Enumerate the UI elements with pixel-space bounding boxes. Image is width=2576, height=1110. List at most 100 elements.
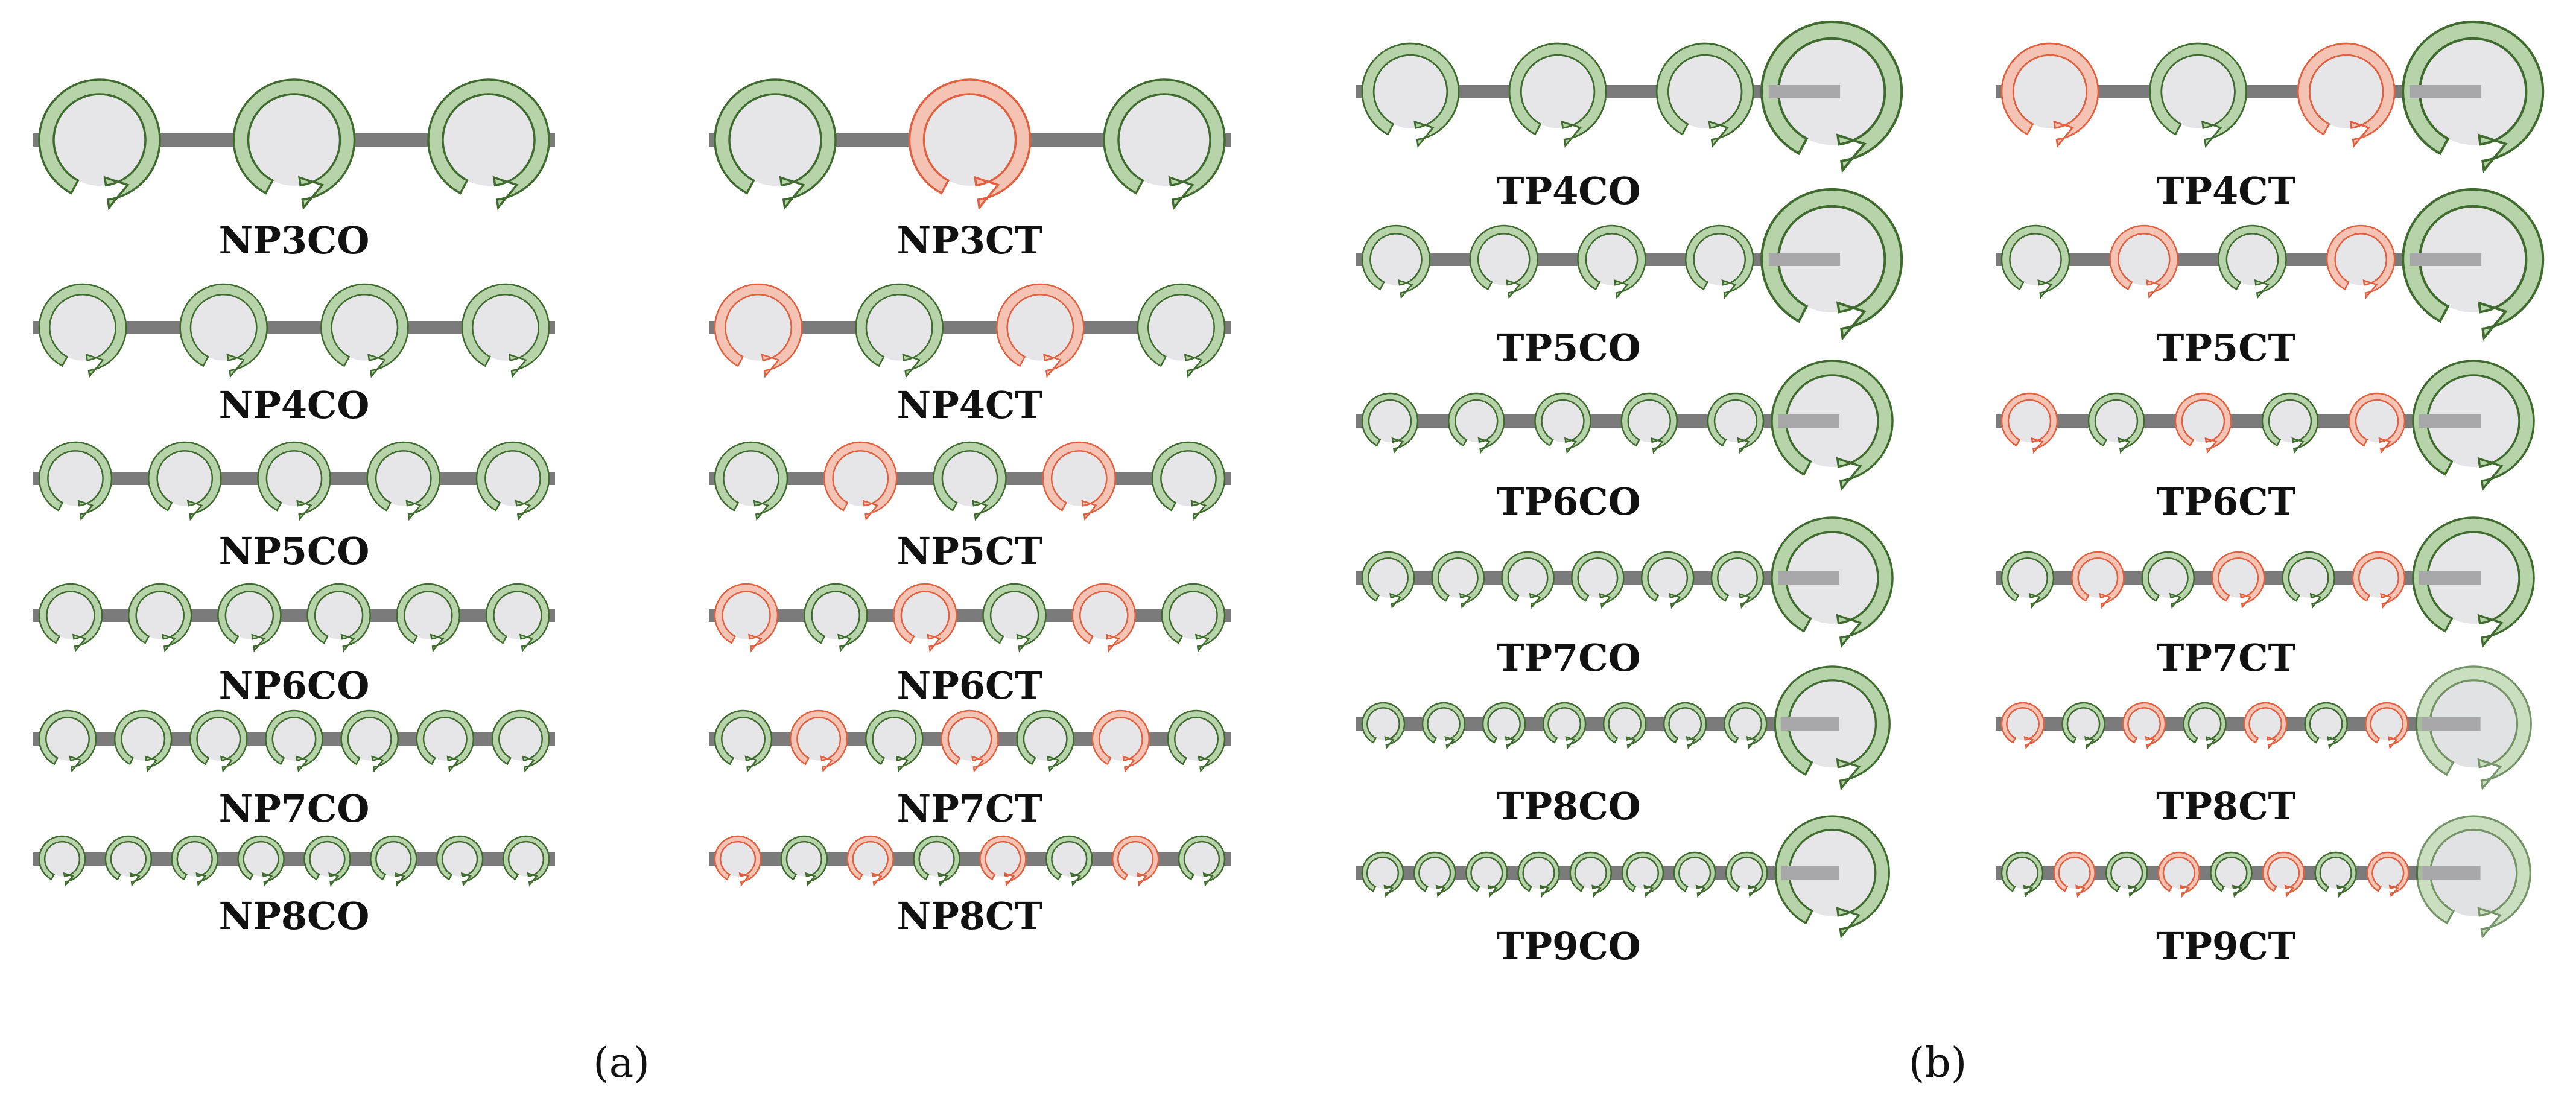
- co-rotating-rotor-icon: [2105, 851, 2148, 898]
- configuration-row: TP6CT: [1996, 360, 2535, 524]
- counter-rotating-rotor-icon: [979, 835, 1027, 887]
- configuration-label: NP8CT: [897, 894, 1043, 938]
- co-rotating-rotor-icon: [913, 835, 960, 887]
- co-rotating-rotor-icon: [104, 835, 153, 887]
- counter-rotating-rotor-icon: [2000, 392, 2058, 454]
- co-rotating-rotor-icon: [1707, 392, 1765, 454]
- co-rotating-rotor-icon: [1542, 702, 1587, 750]
- co-rotating-rotor-icon: [303, 835, 351, 887]
- shaft-bar: [709, 852, 1231, 866]
- configuration-label: NP6CO: [219, 664, 370, 708]
- co-rotating-rotor-icon: [1621, 851, 1664, 898]
- configuration-label: NP8CO: [219, 894, 370, 938]
- counter-rotating-rotor-icon: [1042, 441, 1116, 521]
- co-rotating-rotor-icon: [1534, 392, 1591, 454]
- shaft-bar-inner: [1781, 866, 1839, 880]
- co-rotating-rotor-icon: [38, 583, 103, 653]
- co-rotating-rotor-icon: [491, 709, 550, 773]
- co-rotating-rotor-icon: [2000, 224, 2070, 299]
- configuration-label: TP7CT: [2156, 636, 2295, 680]
- co-rotating-rotor-icon: [1710, 551, 1765, 609]
- configuration-row: TP5CO: [1356, 188, 1903, 370]
- counter-rotating-rotor-icon: [2367, 851, 2409, 898]
- configuration-row: TP6CO: [1356, 360, 1894, 524]
- co-rotating-rotor-icon: [1361, 851, 1404, 898]
- co-rotating-rotor-icon: [232, 78, 356, 211]
- co-rotating-rotor-icon: [1673, 851, 1716, 898]
- configuration-row: NP8CO: [33, 835, 555, 938]
- co-rotating-rotor-icon: [1361, 551, 1415, 609]
- co-rotating-rotor-icon: [1421, 702, 1466, 750]
- configuration-row: TP4CO: [1356, 20, 1903, 213]
- co-rotating-rotor-icon: [320, 283, 409, 378]
- co-rotating-rotor-icon: [1684, 224, 1754, 299]
- counter-rotating-rotor-icon: [2243, 702, 2288, 750]
- configuration-row: NP3CO: [33, 78, 555, 262]
- counter-rotating-rotor-icon: [2262, 851, 2305, 898]
- shaft-bar-inner: [1768, 253, 1841, 266]
- counter-rotating-rotor-icon: [2297, 42, 2396, 148]
- co-rotating-rotor-icon: [1517, 851, 1560, 898]
- co-rotating-rotor-icon: [1640, 551, 1695, 609]
- co-rotating-rotor-icon: [2000, 851, 2044, 898]
- configuration-label: TP6CT: [2156, 480, 2295, 524]
- shaft-bar: [33, 852, 555, 866]
- configuration-label: TP8CT: [2156, 784, 2295, 828]
- counter-rotating-rotor-icon: [1091, 709, 1150, 773]
- co-rotating-rotor-icon: [1178, 835, 1226, 887]
- shaft-bar: [33, 321, 555, 334]
- configuration-label: NP6CT: [897, 664, 1043, 708]
- co-rotating-rotor-icon: [2218, 224, 2287, 299]
- counter-rotating-rotor-icon: [2174, 392, 2232, 454]
- co-rotating-rotor-icon: [436, 835, 484, 887]
- co-rotating-rotor-icon: [1045, 835, 1093, 887]
- co-rotating-rotor-icon: [714, 78, 837, 211]
- co-rotating-rotor-icon: [1655, 42, 1754, 148]
- configuration-label: TP5CO: [1496, 326, 1640, 370]
- co-rotating-rotor-icon: [2183, 702, 2227, 750]
- configuration-row: TP7CO: [1356, 516, 1894, 680]
- counter-rotating-rotor-icon: [2122, 702, 2166, 750]
- co-rotating-rotor-icon: [1361, 42, 1460, 148]
- co-rotating-rotor-icon: [855, 283, 944, 378]
- shaft-bar-inner: [1778, 571, 1839, 585]
- co-rotating-rotor-icon: [1361, 392, 1419, 454]
- counter-rotating-rotor-icon: [2352, 551, 2406, 609]
- co-rotating-rotor-icon: [306, 583, 371, 653]
- co-rotating-rotor-icon: [38, 709, 97, 773]
- configuration-row: NP3CT: [709, 78, 1231, 262]
- co-rotating-rotor-icon: [217, 583, 282, 653]
- counter-rotating-rotor-icon: [1111, 835, 1160, 887]
- co-rotating-rotor-icon: [1569, 851, 1612, 898]
- configuration-row: NP7CT: [709, 709, 1231, 831]
- configuration-row: TP7CT: [1996, 516, 2535, 680]
- co-rotating-rotor-icon: [416, 709, 475, 773]
- co-rotating-rotor-icon: [1413, 851, 1456, 898]
- shaft-bar: [709, 321, 1231, 334]
- co-rotating-rotor-icon: [1571, 551, 1625, 609]
- co-rotating-rotor-icon: [1602, 702, 1647, 750]
- co-rotating-rotor-icon: [982, 583, 1047, 653]
- co-rotating-rotor-icon: [265, 709, 323, 773]
- co-rotating-rotor-icon: [1137, 283, 1226, 378]
- co-rotating-rotor-icon: [933, 441, 1007, 521]
- configuration-label: TP9CO: [1496, 924, 1640, 968]
- co-rotating-rotor-icon: [171, 835, 218, 887]
- panel-a-label: (a): [593, 1039, 650, 1087]
- co-rotating-rotor-icon: [1431, 551, 1485, 609]
- configuration-row: TP5CT: [1996, 188, 2545, 370]
- co-rotating-rotor-icon: [714, 709, 773, 773]
- shaft-bar-inner: [1778, 414, 1839, 428]
- co-rotating-rotor-icon: [2261, 392, 2319, 454]
- co-rotating-rotor-icon: [1465, 851, 1508, 898]
- co-rotating-rotor-icon: [38, 283, 127, 378]
- configuration-row: NP7CO: [33, 709, 555, 831]
- co-rotating-rotor-icon: [2000, 551, 2055, 609]
- co-rotating-rotor-icon: [1663, 702, 1707, 750]
- co-rotating-rotor-icon: [38, 78, 161, 211]
- configuration-label: NP3CT: [897, 218, 1043, 262]
- co-rotating-rotor-icon: [2282, 551, 2335, 609]
- co-rotating-rotor-icon: [1725, 851, 1768, 898]
